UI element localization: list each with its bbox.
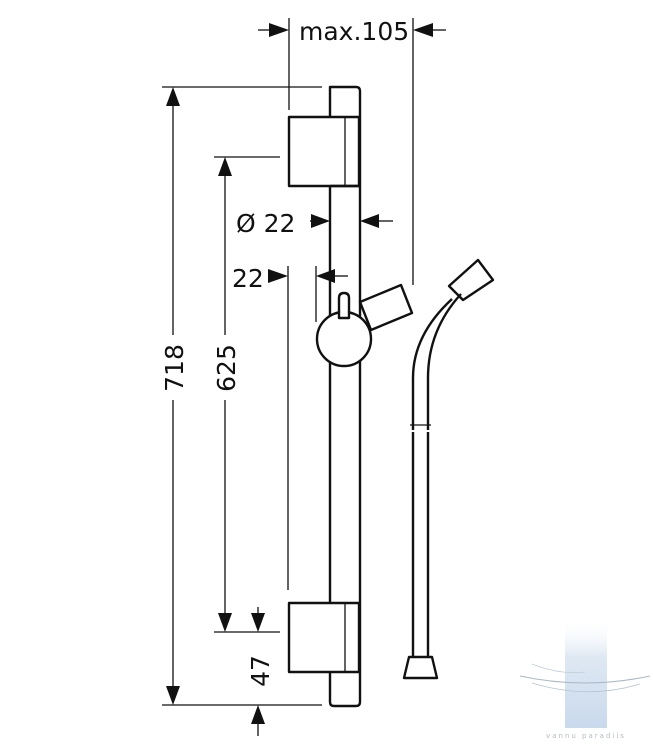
dimension-label-offset: 22 bbox=[232, 264, 264, 293]
dimension-rail-diameter: Ø 22 bbox=[236, 209, 393, 238]
dimension-label-bracket-spacing: 625 bbox=[212, 344, 241, 392]
dimension-label-rail-diameter: Ø 22 bbox=[236, 209, 295, 238]
top-wall-bracket bbox=[287, 115, 361, 188]
dimension-bottom-offset: 47 bbox=[246, 607, 275, 736]
watermark-text: vannu paradiis bbox=[546, 732, 626, 740]
watermark: vannu paradiis bbox=[519, 618, 651, 740]
slider-lever bbox=[337, 291, 351, 320]
dimension-total-height: 718 bbox=[160, 86, 322, 706]
bottom-wall-bracket bbox=[287, 601, 361, 674]
hose-cone-bottom bbox=[402, 655, 439, 680]
dimension-max-width: max.105 bbox=[258, 17, 446, 285]
shower-rail bbox=[328, 85, 362, 708]
dimension-label-max-width: max.105 bbox=[299, 17, 409, 46]
hand-shower-holder bbox=[358, 283, 414, 332]
dimension-label-total-height: 718 bbox=[160, 344, 189, 392]
watermark-swoosh bbox=[519, 675, 651, 684]
hose-cone-top bbox=[447, 258, 495, 302]
shower-hose bbox=[402, 258, 495, 680]
dimension-offset: 22 bbox=[232, 264, 348, 590]
dimension-bracket-spacing: 625 bbox=[212, 156, 280, 633]
shower-rail-assembly bbox=[287, 85, 414, 708]
dimension-label-bottom-offset: 47 bbox=[246, 655, 275, 687]
slider-knob bbox=[315, 310, 373, 368]
